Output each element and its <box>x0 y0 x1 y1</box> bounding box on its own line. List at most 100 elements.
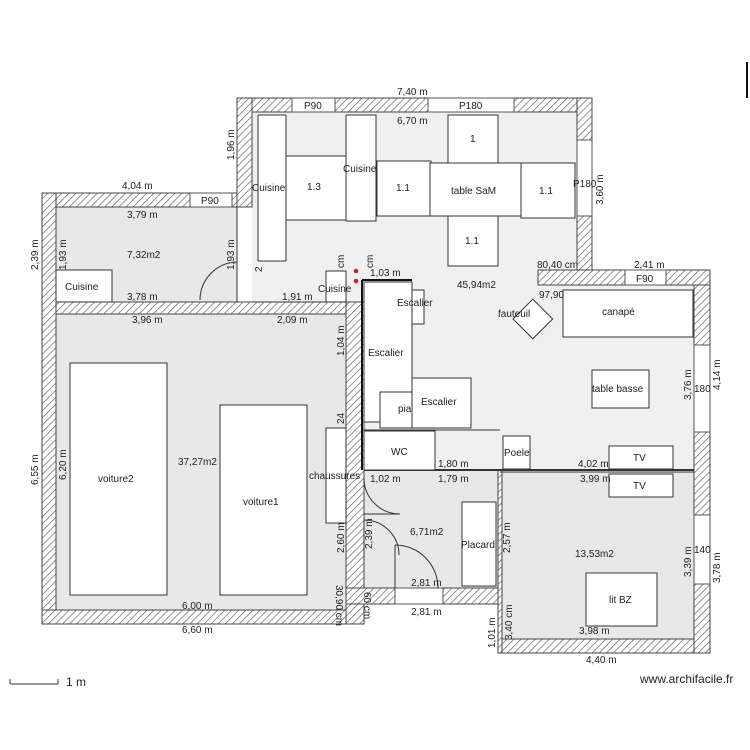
kitchen-cabinet-small <box>325 270 347 303</box>
tv-b <box>608 473 674 498</box>
label-1-1-c: 1.1 <box>465 236 479 247</box>
furniture <box>55 114 694 627</box>
label-poele: Poele <box>504 448 530 459</box>
table-sam <box>429 162 522 217</box>
dim-179: 1,79 m <box>438 474 469 485</box>
dim-360: 3,60 m <box>595 174 606 205</box>
dim-103: 1,03 m <box>370 268 401 279</box>
label-140-right: 140 <box>694 545 711 556</box>
dim-cm-a: cm <box>336 255 347 268</box>
door-bath-bottom <box>394 587 444 605</box>
dim-left-wing-outer: 4,04 m <box>122 181 153 192</box>
window-f90 <box>624 269 667 286</box>
opening-labels: P90 P180 P90 P180 F90 180 140 <box>201 101 711 556</box>
dim-260-bath: 2,60 m <box>336 522 347 553</box>
armchair <box>512 298 554 340</box>
dim-garage-top-b: 3,96 m <box>132 315 163 326</box>
closet <box>461 501 497 587</box>
label-1: 1 <box>470 134 476 145</box>
dim-376: 3,76 m <box>683 369 694 400</box>
markers <box>353 268 359 284</box>
dim-281b: 2,81 m <box>411 607 442 618</box>
label-pia: pia <box>398 404 412 415</box>
dim-104: 1,04 m <box>336 325 347 356</box>
dim-3090: 30,90 cm <box>333 585 344 626</box>
openings <box>189 97 711 605</box>
label-placard: Placard <box>461 540 495 551</box>
dim-24: 24 <box>336 412 347 424</box>
kitchen-counter-wing <box>55 269 113 303</box>
area-labels: 7,32m2 45,94m2 37,27m2 6,71m2 13,53m2 <box>127 250 614 560</box>
dim-414: 4,14 m <box>712 359 723 390</box>
bed-bz <box>585 572 658 627</box>
area-main-room: 45,94m2 <box>457 280 496 291</box>
dim-339: 3,39 m <box>683 546 694 577</box>
dim-101: 1,01 m <box>487 617 498 648</box>
dim-378: 3,78 m <box>712 552 723 583</box>
dim-60: 60 cm <box>361 592 372 619</box>
dim-193-left: 1,93 m <box>58 239 69 270</box>
dim-399: 3,99 m <box>580 474 611 485</box>
label-1-3: 1.3 <box>307 182 321 193</box>
dim-top-total: 7,40 m <box>397 87 428 98</box>
label-p90-top: P90 <box>304 101 322 112</box>
car-2 <box>69 362 168 596</box>
label-escalier-c: Escalier <box>421 397 457 408</box>
label-p90-left: P90 <box>201 196 219 207</box>
stove <box>502 435 531 470</box>
sink <box>379 391 413 429</box>
dim-440: 4,40 m <box>586 655 617 666</box>
label-cuisine-c: Cuisine <box>65 282 99 293</box>
dim-8040: 80,40 cm <box>537 260 578 271</box>
label-f90: F90 <box>636 274 654 285</box>
sofa <box>562 289 694 338</box>
scale-label: 1 m <box>66 675 86 689</box>
dim-340cm: 3,40 cm <box>504 604 515 640</box>
door-p180-top <box>427 97 515 113</box>
area-bath: 6,71m2 <box>410 527 444 538</box>
area-bedroom: 13,53m2 <box>575 549 614 560</box>
wc <box>363 430 436 471</box>
cabinet-1-3 <box>285 155 347 221</box>
cabinet-1-1-a <box>376 160 432 217</box>
label-cuisine-d: Cuisine <box>318 284 352 295</box>
dim-180: 1,80 m <box>438 459 469 470</box>
label-wc: WC <box>391 447 408 458</box>
label-voiture2: voiture2 <box>98 474 134 485</box>
label-fauteuil: fauteuil <box>498 309 530 320</box>
dim-600: 6,00 m <box>182 601 213 612</box>
furniture-labels: Cuisine Cuisine Cuisine Cuisine 1.3 1.1 … <box>65 134 646 606</box>
label-voiture1: voiture1 <box>243 497 279 508</box>
kitchen-counter-left <box>257 114 287 262</box>
cabinet-1-1-b <box>520 162 576 219</box>
dim-241: 2,41 m <box>634 260 665 271</box>
dim-398: 3,98 m <box>579 626 610 637</box>
dim-191: 1,91 m <box>282 292 313 303</box>
label-lit-bz: lit BZ <box>609 595 632 606</box>
label-tv-a: TV <box>633 453 646 464</box>
dim-660: 6,60 m <box>182 625 213 636</box>
window-180-right <box>693 344 711 433</box>
label-escalier-b: Escalier <box>368 348 404 359</box>
label-table-sam: table SaM <box>451 186 496 197</box>
car-1 <box>219 404 308 596</box>
label-canape: canapé <box>602 307 635 318</box>
dim-193-cuisine: 1,93 m <box>226 239 237 270</box>
shoe-cabinet <box>325 427 347 524</box>
dim-655: 6,55 m <box>30 454 41 485</box>
area-kitchen-small: 7,32m2 <box>127 250 161 261</box>
window-p180-right <box>576 139 593 217</box>
cabinet-1-1-c <box>447 215 499 267</box>
scale-bar: 1 m <box>9 675 86 689</box>
cabinet-1 <box>447 114 499 164</box>
area-garage: 37,27m2 <box>178 457 217 468</box>
label-chaussures: chaussures <box>309 471 360 482</box>
dim-281a: 2,81 m <box>411 578 442 589</box>
label-tv-b: TV <box>633 481 646 492</box>
label-cuisine-a: Cuisine <box>252 183 286 194</box>
staircase-c <box>411 377 472 429</box>
label-table-basse: table basse <box>592 384 644 395</box>
dim-9790: 97,90 <box>539 290 564 301</box>
coffee-table <box>591 369 650 409</box>
